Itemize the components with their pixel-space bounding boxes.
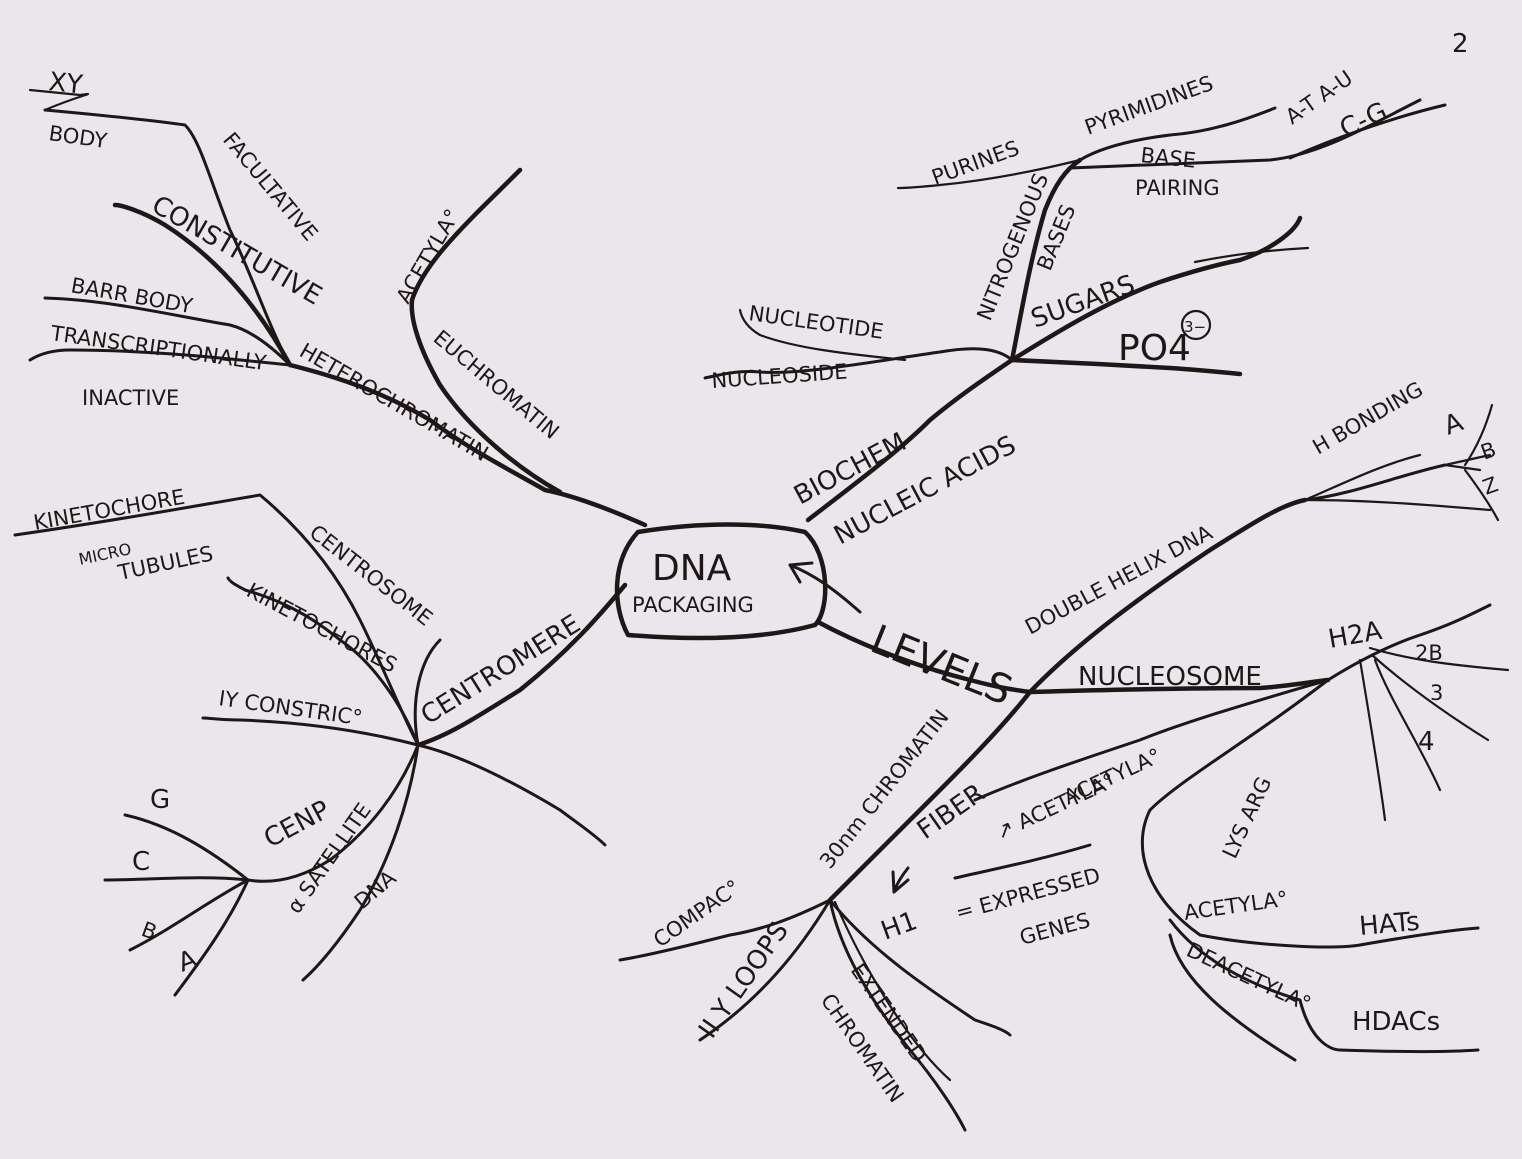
label-inactive: INACTIVE (82, 386, 179, 410)
centromere-branch-lines (13, 493, 628, 997)
label-h4: 4 (1418, 727, 1435, 757)
label-po4: PO4 (1118, 328, 1191, 369)
levels-branch-lines (618, 403, 1510, 1132)
label-h3: 3 (1430, 681, 1443, 705)
label-pairing: PAIRING (1135, 176, 1220, 200)
label-hdacs: HDACs (1352, 1007, 1440, 1037)
center-title-packaging: PACKAGING (632, 593, 754, 617)
label-h2b: 2B (1415, 641, 1443, 665)
label-cenp-g: G (150, 785, 170, 815)
levels-arrow (788, 561, 862, 614)
label-po4-charge: 3− (1184, 318, 1206, 336)
center-title-dna: DNA (652, 548, 732, 589)
heterochromatin-branch-lines (28, 88, 648, 528)
label-cenp-c: C (132, 847, 150, 877)
po4-charge-circle (1180, 309, 1212, 341)
label-nucleosome: NUCLEOSOME (1078, 662, 1262, 692)
page-number: 2 (1452, 29, 1469, 59)
biochem-branch-lines (703, 98, 1447, 523)
label-base: BASE (1139, 143, 1197, 173)
center-node-outline (614, 522, 828, 641)
label-xy: XY (47, 67, 84, 100)
label-hats: HATs (1358, 907, 1421, 942)
